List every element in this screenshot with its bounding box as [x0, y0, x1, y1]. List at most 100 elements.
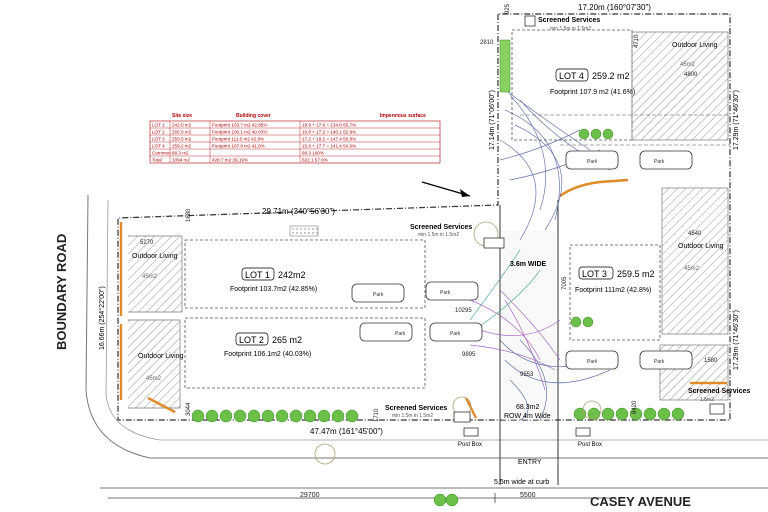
lot4-label-box: [555, 68, 589, 82]
boundary-road-label: BOUNDARY ROAD: [54, 234, 69, 350]
lot4-outdoor-area: 45m2: [680, 62, 696, 68]
west-boundary: 16.66m (254°22'00"): [98, 286, 106, 350]
dim-5500: 5500: [520, 492, 536, 499]
lot1-footprint: Footprint 103.7m2 (42.85%): [230, 286, 317, 293]
table-header-building-cover: Building cover: [236, 113, 271, 119]
service-boxes: [453, 15, 725, 437]
lot3-outdoor: Outdoor Living: [678, 243, 724, 250]
lot4-building: [511, 29, 730, 146]
svg-text:17.2 + 19.2 = 147.4 56.8%: 17.2 + 19.2 = 147.4 56.8%: [302, 137, 356, 142]
lot1-building: [128, 225, 426, 313]
svg-text:LOT 1: LOT 1: [152, 123, 165, 128]
south-boundary: 47.47m (161°45'00"): [310, 427, 383, 436]
svg-text:16.8 + 17.2 = 140.1 52.9%: 16.8 + 17.2 = 140.1 52.9%: [302, 130, 356, 135]
svg-text:428.7 m2 39.19%: 428.7 m2 39.19%: [212, 158, 248, 163]
east-boundary-upper: 17.29m (71°46'30"): [732, 90, 740, 150]
svg-text:18.9 + 17.6 = 134.6 55.7%: 18.9 + 17.6 = 134.6 55.7%: [302, 123, 356, 128]
lot1-outdoor: Outdoor Living: [132, 253, 178, 260]
hedges: [191, 39, 685, 507]
lot1-outdoor-area: 45m2: [142, 274, 158, 280]
lot1-area: 242m2: [278, 270, 306, 280]
table-header-site-size: Site size: [172, 113, 192, 119]
car: [425, 281, 479, 301]
car: [359, 322, 413, 342]
row-width: ROW 4m Wide: [504, 413, 551, 420]
svg-text:15.8 + 17.7 = 141.4 54.6%: 15.8 + 17.7 = 141.4 54.6%: [302, 144, 356, 149]
dim-10295: 10295: [455, 308, 472, 314]
lot3-label: LOT 3: [582, 269, 607, 279]
boundary-road: [85, 194, 768, 489]
table-row: Total 1094 m2 428.7 m2 39.19% 622.1 57.9…: [152, 158, 328, 163]
svg-text:259.5 m2: 259.5 m2: [172, 137, 192, 142]
svg-text:242.0 m2: 242.0 m2: [172, 123, 192, 128]
north-boundary: 17.20m (160°07'30"): [578, 3, 651, 12]
north-arrow-icon: [421, 181, 471, 197]
dim-4800: 4800: [684, 72, 698, 78]
table-row: LOT 1 242.0 m2 Footprint 103.7 m2 42.85%…: [152, 123, 356, 128]
svg-text:Park: Park: [654, 159, 665, 165]
site-boundary: [117, 13, 731, 421]
svg-text:Park: Park: [450, 331, 461, 337]
svg-text:Footprint 103.7 m2 42.85%: Footprint 103.7 m2 42.85%: [212, 123, 267, 128]
svg-text:Park: Park: [440, 290, 451, 296]
svg-text:Park: Park: [587, 159, 598, 165]
svg-text:Footprint 111.0 m2 42.8%: Footprint 111.0 m2 42.8%: [212, 137, 264, 142]
dim-29700: 29700: [300, 492, 320, 499]
car-park-labels: Park Park Park Park Park Park Park Park: [373, 159, 665, 365]
screened-services-bottom: Screened Services: [385, 405, 447, 412]
fences: [119, 178, 727, 419]
car: [639, 150, 693, 170]
lot3-dim-1580: 1580: [704, 358, 718, 364]
svg-text:Footprint 107.9 m2 41.6%: Footprint 107.9 m2 41.6%: [212, 144, 265, 149]
dim-5270: 5270: [140, 240, 154, 246]
dim-7005: 7005: [562, 276, 568, 290]
dim-9553: 9553: [520, 372, 534, 378]
lot3-area: 259.5 m2: [617, 269, 655, 279]
right-of-way: [499, 200, 559, 485]
lot2-area: 265 m2: [272, 335, 302, 345]
table-row: LOT 4 259.2 m2 Footprint 107.9 m2 41.6% …: [152, 144, 356, 149]
screened-services-top: Screened Services: [538, 17, 600, 24]
svg-text:68.3 m2: 68.3 m2: [172, 151, 189, 156]
row-side-boundary: 17.14m (71°06'00"): [488, 90, 496, 150]
table-row: Common 68.3 m2 68.3 100%: [152, 151, 324, 156]
car: [565, 150, 619, 170]
car: [429, 322, 483, 342]
frontage-dimension: [108, 493, 610, 503]
screened-services-right: Screened Services: [688, 388, 750, 395]
casey-avenue-label: CASEY AVENUE: [590, 494, 691, 509]
svg-text:622.1 57.9%: 622.1 57.9%: [302, 158, 328, 163]
post-box-left: Post Box: [458, 442, 482, 448]
table-header-impervious: Impervious surface: [380, 113, 426, 119]
screened-services-mid-sub: min 1.5m in 1.5m2: [418, 232, 459, 238]
lot2-label-box: [235, 332, 269, 346]
svg-text:LOT 3: LOT 3: [152, 137, 165, 142]
lot2-label: LOT 2: [239, 335, 264, 345]
driveway-width: 3.6m WIDE: [510, 261, 547, 268]
svg-text:259.2 m2: 259.2 m2: [172, 144, 192, 149]
svg-text:LOT 4: LOT 4: [152, 144, 165, 149]
lot1-boundary: 29.71m (340°56'30"): [262, 207, 335, 216]
lot3-label-box: [578, 266, 614, 280]
svg-text:Park: Park: [654, 359, 665, 365]
lot2-building: [128, 317, 426, 409]
svg-text:LOT 2: LOT 2: [152, 130, 165, 135]
cars: [351, 150, 693, 370]
car: [639, 350, 693, 370]
dim-1680: 1680: [186, 208, 192, 222]
lot3-footprint: Footprint 111m2 (42.8%): [575, 287, 651, 294]
screened-services-right-sub: 1.5m2: [700, 397, 714, 403]
row-area: 68.3m2: [516, 404, 539, 411]
dim-925: 925: [505, 3, 511, 14]
curb-label: 5.5m wide at curb: [494, 479, 549, 486]
lot3-outdoor-area: 45m2: [684, 266, 700, 272]
svg-text:Park: Park: [373, 292, 384, 298]
svg-text:1094 m2: 1094 m2: [172, 158, 190, 163]
lot3-dim-8420: 8420: [632, 400, 638, 414]
dim-3044: 3044: [186, 402, 192, 416]
lot2-outdoor-area: 45m2: [146, 376, 162, 382]
svg-text:68.3 100%: 68.3 100%: [302, 151, 324, 156]
screened-services-mid: Screened Services: [410, 224, 472, 231]
table-row: LOT 3 259.5 m2 Footprint 111.0 m2 42.8% …: [152, 137, 356, 142]
